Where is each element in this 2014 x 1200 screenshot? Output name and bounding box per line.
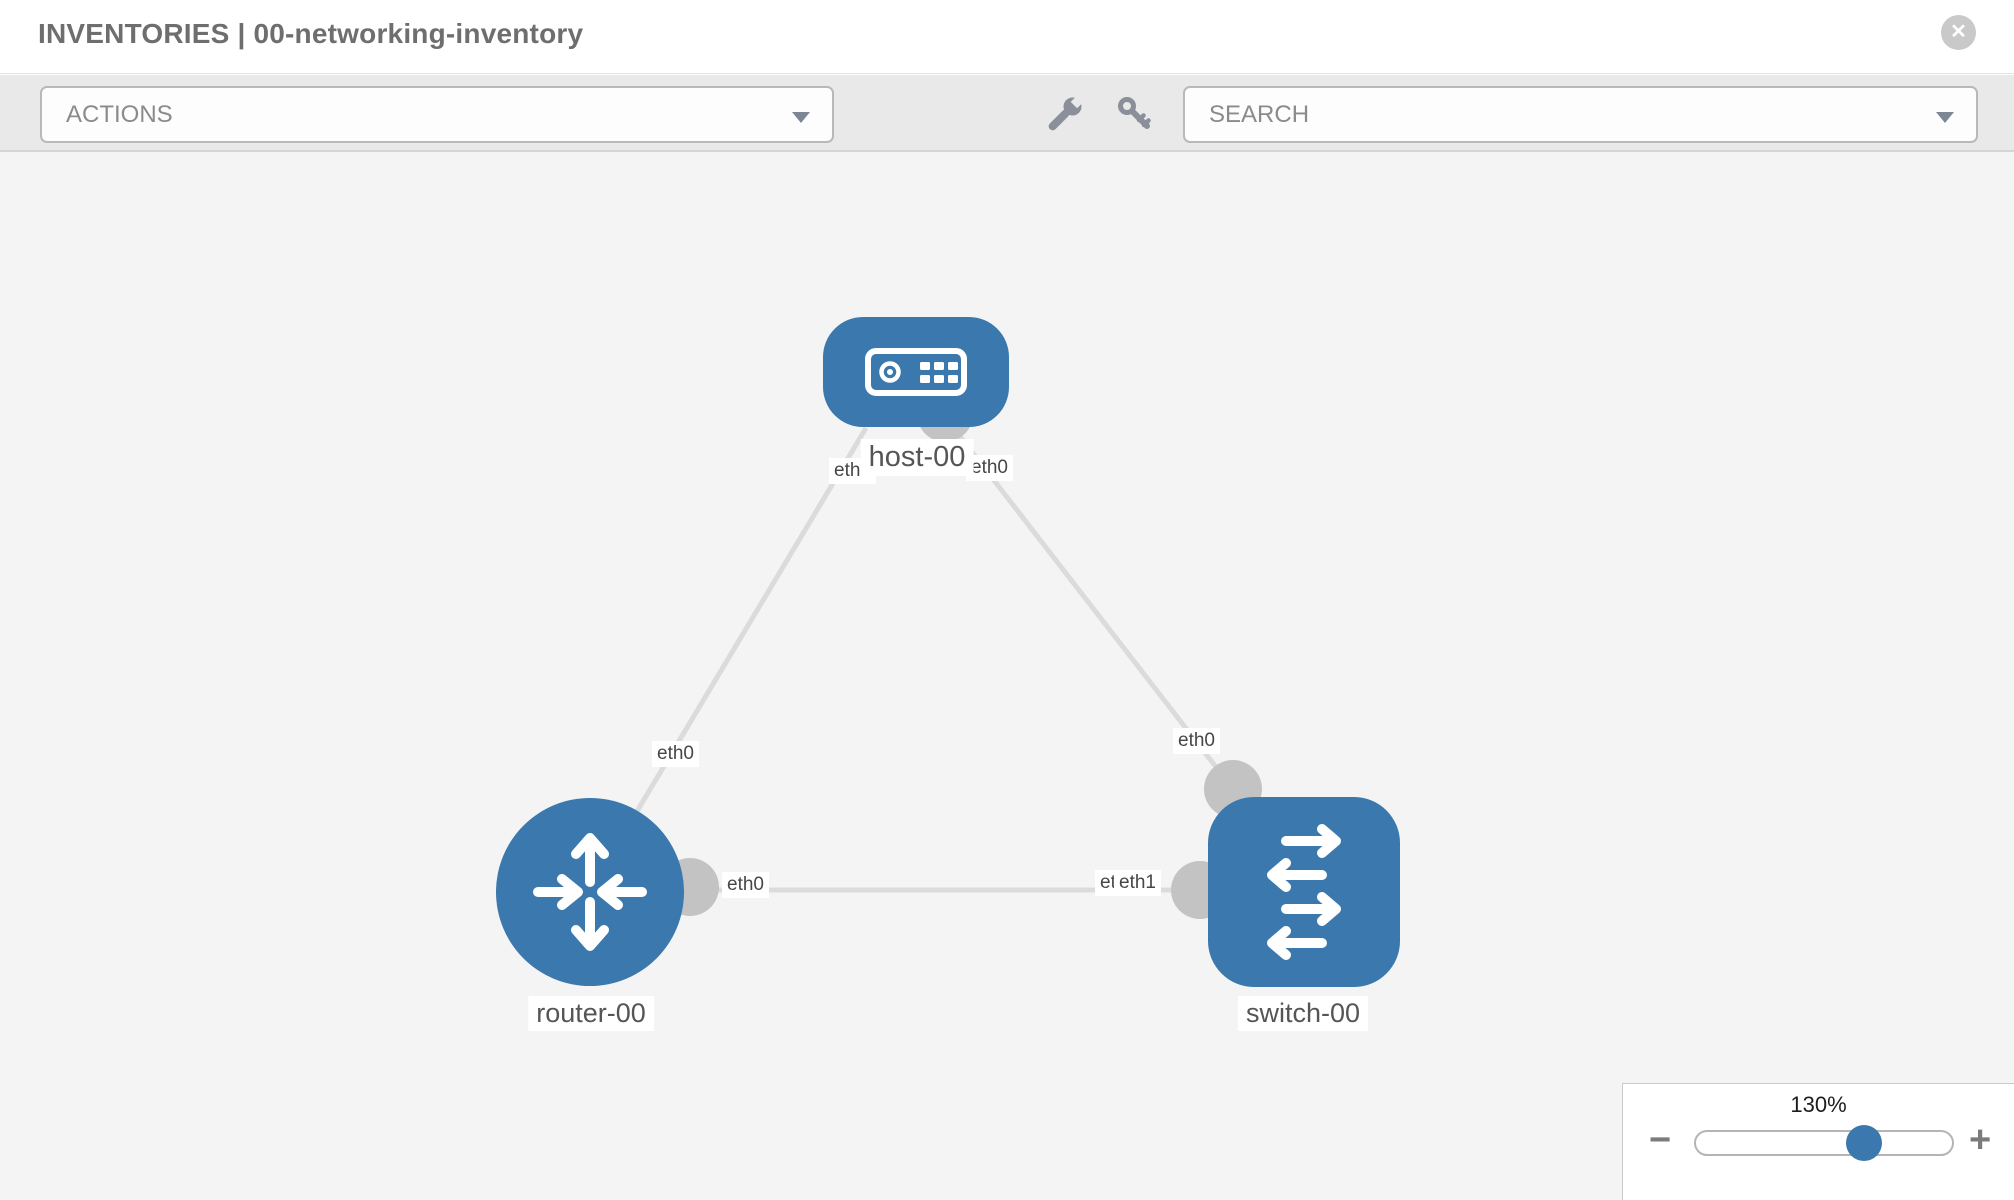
zoom-out-button[interactable]: −: [1649, 1119, 1672, 1161]
node-label-router: router-00: [528, 996, 654, 1031]
search-dropdown-label: SEARCH: [1209, 100, 1310, 128]
node-host[interactable]: [823, 317, 1009, 427]
page-title: INVENTORIES | 00-networking-inventory: [38, 18, 584, 49]
search-dropdown[interactable]: SEARCH: [1183, 86, 1978, 143]
interface-label: eth0: [1173, 728, 1220, 754]
switch-arrows-icon: [1267, 824, 1341, 960]
interface-label: eth0: [652, 741, 699, 767]
toolbar-icons: [1040, 87, 1170, 143]
close-button[interactable]: ✕: [1941, 15, 1976, 50]
zoom-slider-track[interactable]: [1694, 1130, 1954, 1156]
actions-dropdown[interactable]: ACTIONS: [40, 86, 834, 143]
node-router[interactable]: [496, 798, 684, 986]
node-label-switch: switch-00: [1237, 996, 1369, 1031]
zoom-slider-thumb[interactable]: [1846, 1125, 1882, 1161]
modal-header: INVENTORIES | 00-networking-inventory ✕: [0, 0, 2014, 74]
toolbar: ACTIONS SEARCH: [0, 75, 2014, 152]
chevron-down-icon: [792, 112, 810, 123]
close-icon: ✕: [1950, 21, 1967, 43]
node-switch[interactable]: [1208, 797, 1400, 987]
actions-dropdown-label: ACTIONS: [66, 100, 173, 128]
router-arrows-icon: [533, 833, 647, 951]
zoom-level-value: 130%: [1790, 1092, 1847, 1117]
interface-label: eth0: [966, 455, 1013, 481]
node-label-host: host-00: [860, 439, 974, 476]
zoom-control-panel: 130% − +: [1622, 1083, 2014, 1200]
topology-canvas[interactable]: eth0 eth0 eth0 eth0 eth0 eth0 eth1 host-…: [0, 152, 2014, 1200]
zoom-in-button[interactable]: +: [1969, 1119, 1992, 1161]
key-icon[interactable]: [1114, 91, 1158, 139]
server-icon: [865, 348, 967, 396]
chevron-down-icon: [1936, 112, 1954, 123]
interface-label: eth1: [1114, 870, 1161, 896]
interface-label: eth0: [722, 872, 769, 898]
wrench-icon[interactable]: [1040, 89, 1088, 141]
